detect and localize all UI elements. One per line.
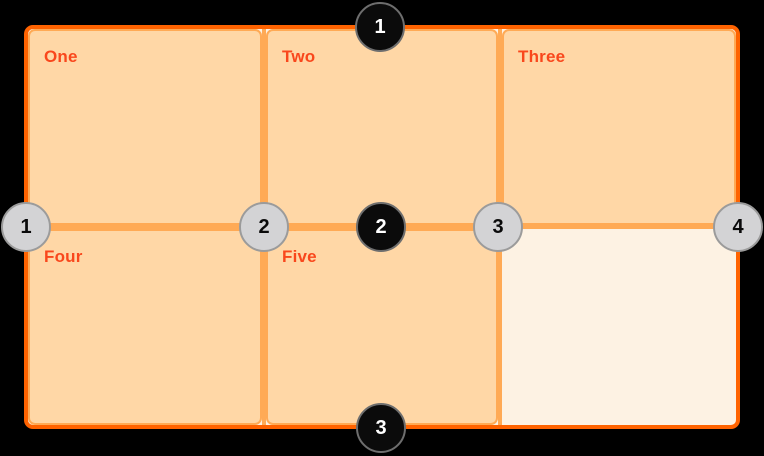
grid-cell-label: Two [282, 47, 316, 66]
row-line-number: 2 [375, 215, 387, 238]
grid-cell-one: One [28, 29, 262, 225]
grid-cell-two: Two [266, 29, 498, 225]
column-line-number: 3 [492, 215, 504, 238]
column-line-number: 1 [20, 215, 32, 238]
column-line-badge-2: 2 [239, 202, 289, 252]
grid-cell-label: Three [518, 47, 566, 66]
grid-cell-four: Four [28, 229, 262, 425]
row-line-number: 1 [374, 15, 386, 38]
grid-cell-label: One [44, 47, 78, 66]
row-line-badge-1: 1 [355, 2, 405, 52]
column-line-badge-4: 4 [713, 202, 763, 252]
grid-cell-five: Five [266, 229, 498, 425]
row-line-badge-3: 3 [356, 403, 406, 453]
grid-cell-three: Three [502, 29, 736, 225]
column-line-number: 2 [258, 215, 270, 238]
row-line-number: 3 [375, 416, 387, 439]
grid-cell-label: Four [44, 247, 83, 266]
column-line-badge-3: 3 [473, 202, 523, 252]
row-line-badge-2: 2 [356, 202, 406, 252]
column-line-number: 4 [732, 215, 744, 238]
grid-cell-label: Five [282, 247, 317, 266]
column-line-badge-1: 1 [1, 202, 51, 252]
